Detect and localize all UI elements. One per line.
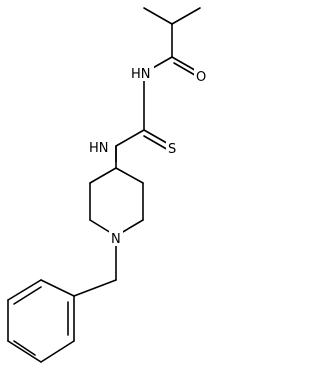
- bond-piperidine-c4-c3: [89, 167, 117, 184]
- bond-methyl-right: [171, 7, 201, 25]
- molecule-structure-diagram: HN O S HN N: [7, 7, 210, 363]
- bond-phenyl-inner-3: [13, 286, 42, 305]
- bond-layer: [7, 7, 201, 363]
- bond-thiocarbonyl-thiourea-nitrogen: [115, 129, 145, 147]
- piperidine-nitrogen-label: N: [111, 232, 121, 247]
- amide-nitrogen-atom: HN: [130, 63, 154, 82]
- bond-thiocarbonyl-sulfur-second: [143, 135, 171, 152]
- carbonyl-oxygen-atom: O: [194, 66, 210, 85]
- bond-phenyl-3: [7, 340, 42, 363]
- thiourea-nitrogen-atom: HN: [88, 137, 112, 156]
- thiourea-nitrogen-label: HN: [89, 141, 109, 156]
- bond-phenyl-6: [40, 279, 75, 297]
- atom-label-layer: HN O S HN N: [88, 63, 210, 247]
- bond-phenyl-5: [7, 279, 42, 301]
- bond-phenyl-inner-2: [13, 340, 36, 356]
- thione-sulfur-label: S: [168, 142, 176, 157]
- bond-phenyl-2: [40, 340, 75, 363]
- bond-methyl-left: [143, 7, 173, 25]
- bond-benzyl-phenyl: [73, 279, 117, 297]
- carbonyl-oxygen-label: O: [196, 70, 206, 85]
- amide-nitrogen-label: HN: [131, 67, 151, 82]
- bond-piperidine-c5-c4: [115, 167, 144, 184]
- thione-sulfur-atom: S: [166, 139, 180, 157]
- piperidine-nitrogen-atom: N: [109, 228, 123, 247]
